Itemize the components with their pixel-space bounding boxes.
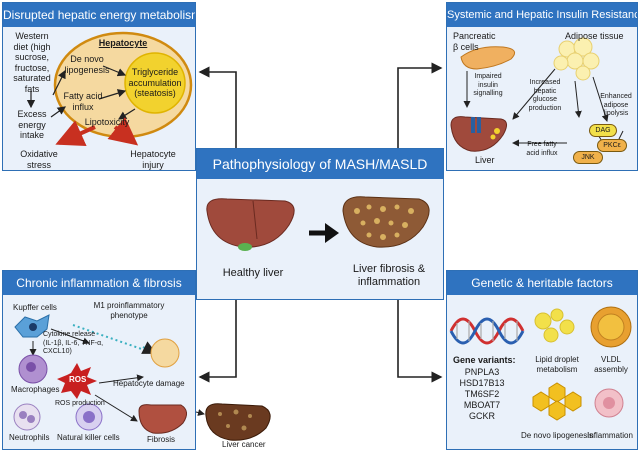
nk-cells-label: Natural killer cells [57, 433, 120, 442]
cytokine-label: Cytokine release (IL-1β, IL-6, TNF-α, CX… [43, 331, 104, 355]
arrow-to-bottom-right [397, 298, 443, 383]
liver-label: Liver [475, 155, 495, 165]
excess-energy-label: Excess energy intake [17, 109, 47, 140]
ros-star-icon [57, 363, 97, 399]
oxidative-stress-label: Oxidative stress [20, 149, 58, 170]
panel-energy-metabolism: Disrupted hepatic energy metabolism West… [2, 2, 196, 171]
impaired-insulin-label: Impaired insulin signalling [473, 73, 503, 97]
arrow-to-top-left [198, 66, 237, 150]
insulin-resistance-graphics [450, 37, 624, 152]
liver-fibrosis-label: Liver fibrosis & inflammation [352, 263, 426, 288]
arrow-to-bottom-left [198, 298, 237, 383]
increased-glucose-label: Increased hepatic glucose production [528, 79, 562, 112]
liver-cancer-label: Liver cancer [222, 440, 266, 449]
gene-variants-title: Gene variants: [453, 355, 516, 365]
damaged-hepatocyte-icon [150, 338, 180, 368]
dag-badge: DAG [589, 124, 617, 137]
hepatocyte-damage-label: Hepatocyte damage [113, 379, 185, 388]
panel-insulin-resistance: Systemic and Hepatic Insulin Resistance … [446, 2, 638, 171]
jnk-badge: JNK [573, 151, 603, 164]
energy-metabolism-graphics [26, 31, 193, 147]
center-title: Pathophysiology of MASH/MASLD [197, 149, 443, 179]
enhanced-lipolysis-label: Enhanced adipose lipolysis [600, 93, 632, 117]
western-diet-label: Western diet (high sucrose, fructose, sa… [13, 31, 51, 94]
center-panel: Pathophysiology of MASH/MASLD Healthy li… [196, 148, 444, 300]
center-graphics [206, 196, 430, 251]
macrophages-label: Macrophages [11, 385, 60, 394]
panel-title: Genetic & heritable factors [447, 271, 637, 295]
vessel-icon [471, 117, 475, 133]
inflammation-cell-icon [594, 388, 624, 418]
triglyceride-label: Triglyceride accumulation (steatosis) [128, 67, 182, 98]
adipose-tissue-label: Adipose tissue [565, 31, 624, 41]
lipid-droplet [124, 52, 186, 114]
hexagon-icon [532, 382, 582, 421]
neutrophils-label: Neutrophils [9, 433, 50, 442]
ros-label: ROS [69, 375, 87, 384]
pancreatic-label: Pancreatic β cells [453, 31, 496, 52]
ffa-influx-label: Free fatty acid influx [526, 141, 558, 157]
adipose-tissue-icon [553, 37, 600, 81]
fibrotic-liver-icon [342, 196, 430, 248]
de-novo-lipogenesis-label: De novo lipogenesis [64, 54, 110, 75]
panel-genetic-factors: Genetic & heritable factors [446, 270, 638, 450]
gene-list: PNPLA3 HSD17B13 TM6SF2 MBOAT7 GCKR [459, 367, 505, 421]
hepatocyte-label: Hepatocyte [98, 38, 148, 48]
healthy-liver-icon [206, 198, 295, 248]
lipid-droplet-icon [534, 308, 575, 343]
panel-title: Systemic and Hepatic Insulin Resistance [447, 3, 637, 27]
healthy-liver-label: Healthy liver [222, 267, 284, 279]
dna-icon [449, 317, 525, 345]
pkc-badge: PKCε [597, 139, 627, 152]
panel-title: Disrupted hepatic energy metabolism [3, 3, 195, 27]
arrow-to-top-right [397, 62, 443, 150]
ros-production-label: ROS production [55, 400, 105, 407]
lipid-droplet-label: Lipid droplet metabolism [535, 355, 579, 374]
inflammation-graphics [13, 314, 187, 434]
fibrosis-label: Fibrosis [147, 435, 176, 444]
vldl-label: VLDL assembly [594, 355, 628, 374]
m1-label: M1 proinflammatory phenotype [93, 301, 165, 320]
pancreas-icon [460, 46, 516, 70]
genetic-graphics [449, 306, 632, 421]
lipotoxicity-label: Lipotoxicity [84, 117, 130, 127]
inflammation-label: Inflammation [587, 431, 633, 440]
panel-inflammation-fibrosis: Chronic inflammation & fibrosis Kupffer … [2, 270, 196, 450]
hepatocyte-injury-label: Hepatocyte injury [130, 149, 176, 170]
kupffer-label: Kupffer cells [13, 303, 57, 312]
liver-icon [450, 116, 507, 152]
de-novo-label: De novo lipogenesis [520, 431, 594, 440]
panel-title: Chronic inflammation & fibrosis [3, 271, 195, 295]
neutrophil-icon [13, 403, 41, 431]
fibrotic-liver-small-icon [138, 404, 187, 434]
fatty-acid-influx-label: Fatty acid influx [63, 91, 103, 112]
